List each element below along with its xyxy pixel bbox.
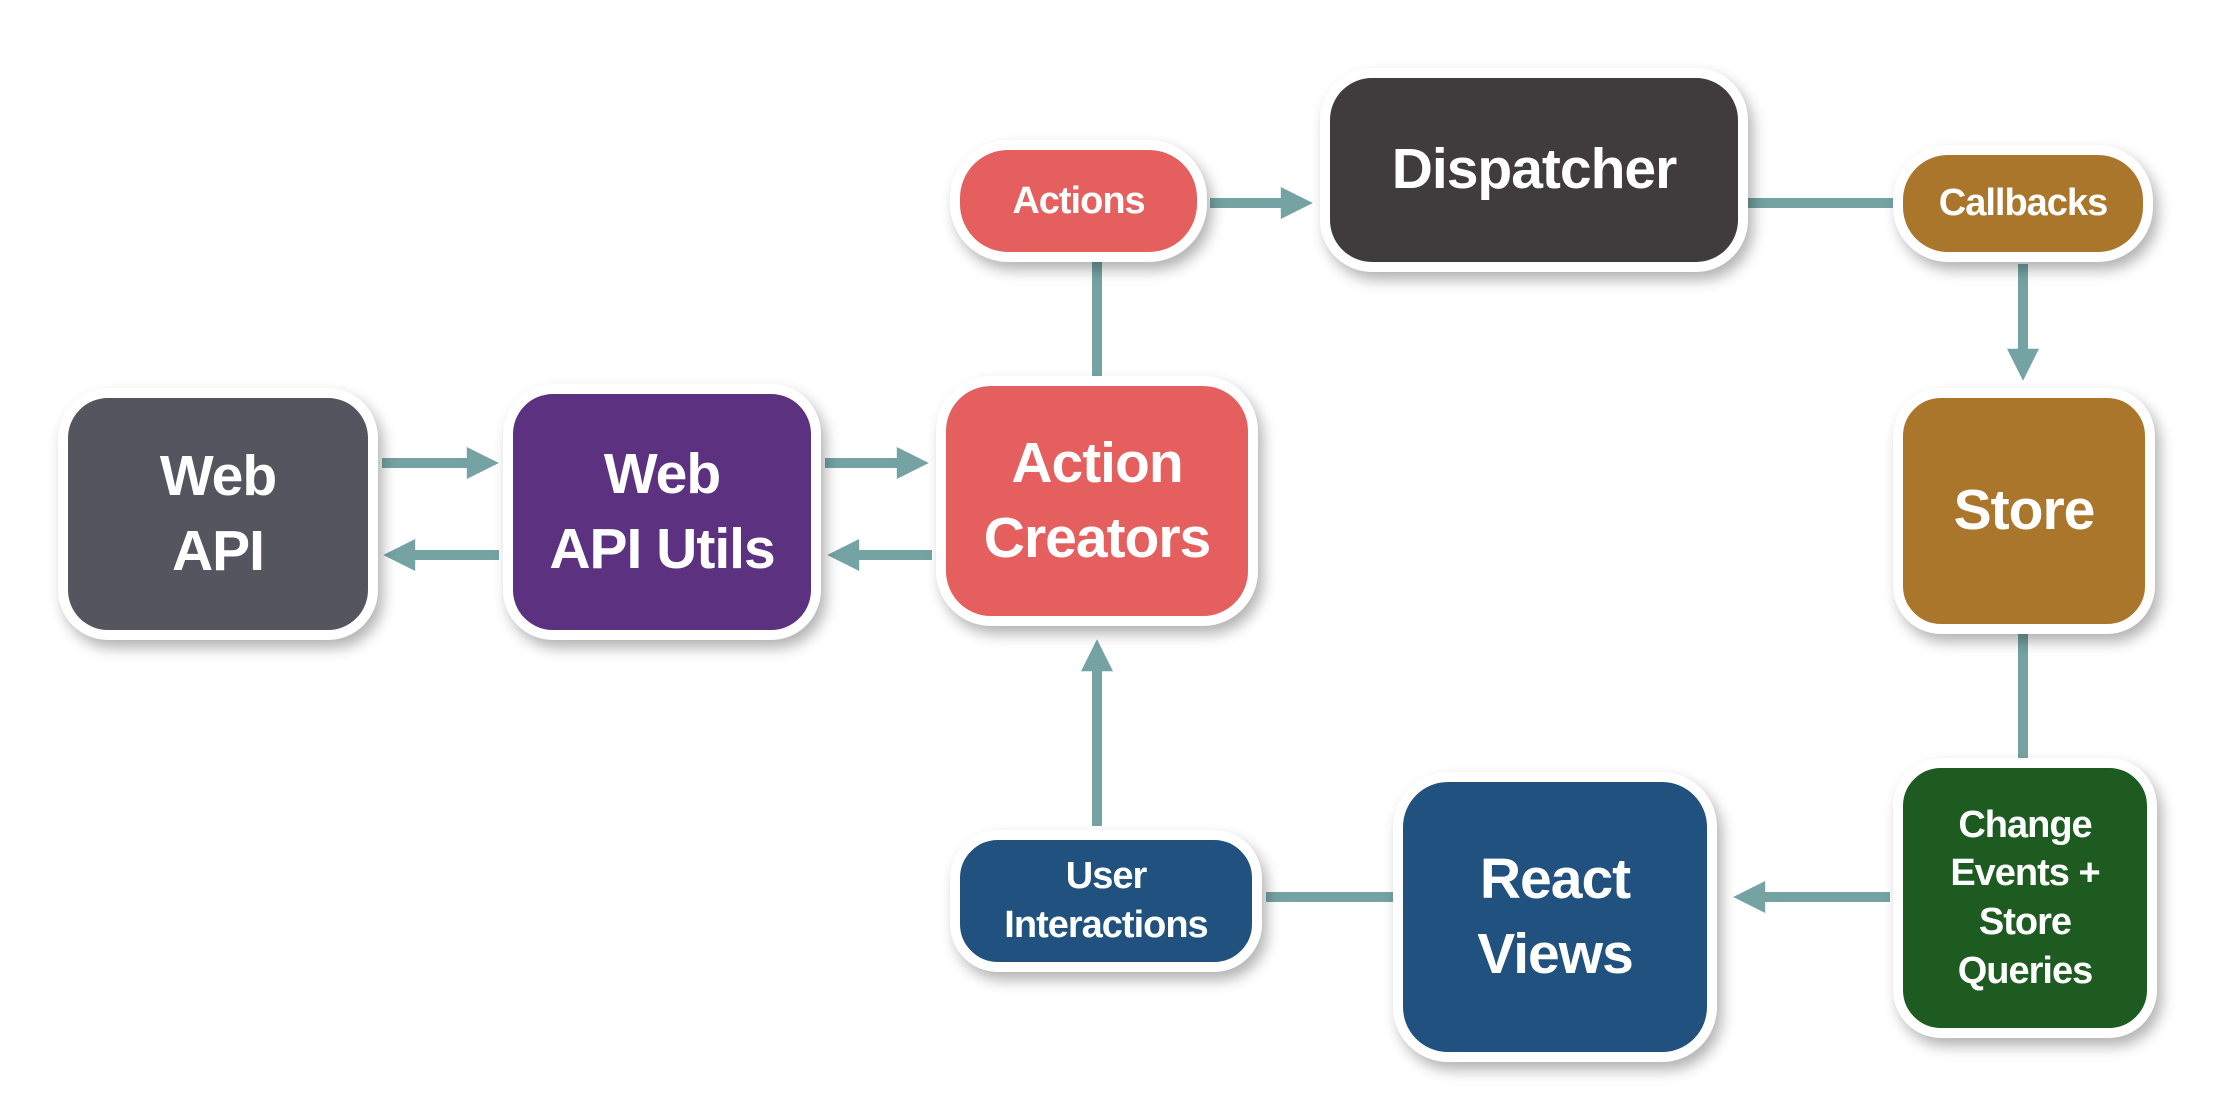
node-dispatcher-label: Dispatcher <box>1391 137 1678 202</box>
node-web-api-label: Web API <box>159 443 277 583</box>
node-dispatcher: Dispatcher <box>1320 68 1748 272</box>
node-user-interactions-label: User Interactions <box>1004 855 1208 946</box>
node-actions: Actions <box>950 140 1207 262</box>
node-react-views-label: React Views <box>1477 846 1634 986</box>
node-store-label: Store <box>1953 478 2096 543</box>
node-change-events-label: Change Events + Store Queries <box>1950 803 2100 992</box>
node-callbacks-label: Callbacks <box>1938 182 2108 225</box>
node-action-creators-label: Action Creators <box>983 430 1211 570</box>
node-action-creators: Action Creators <box>936 376 1258 626</box>
node-actions-label: Actions <box>1012 179 1145 222</box>
node-react-views: React Views <box>1393 772 1717 1062</box>
node-change-events-store-queries: Change Events + Store Queries <box>1893 758 2157 1038</box>
node-user-interactions: User Interactions <box>950 830 1262 972</box>
node-callbacks: Callbacks <box>1893 145 2153 262</box>
node-web-api-utils: Web API Utils <box>503 384 821 640</box>
node-store: Store <box>1893 388 2155 634</box>
node-web-api: Web API <box>58 388 378 640</box>
node-web-api-utils-label: Web API Utils <box>549 441 775 581</box>
